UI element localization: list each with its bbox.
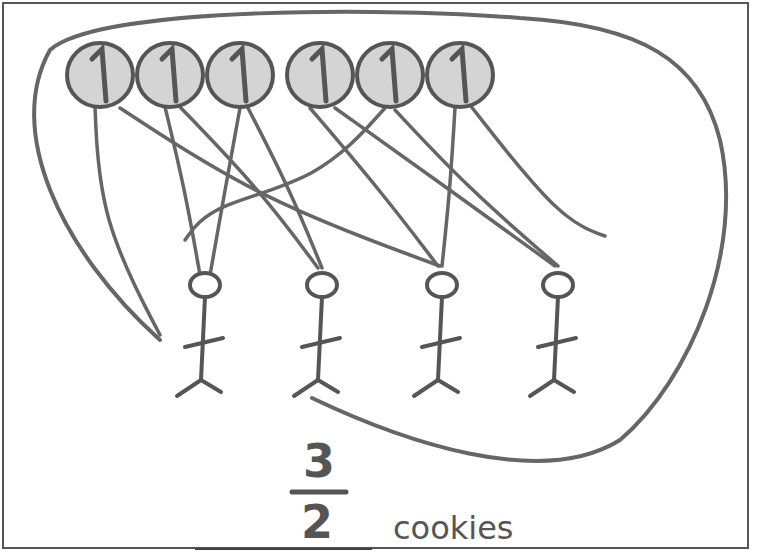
cookie [67, 43, 133, 107]
share-lines [95, 105, 605, 335]
share-line [335, 108, 555, 266]
share-line [95, 107, 160, 335]
people [177, 273, 576, 396]
share-line [470, 105, 605, 236]
fraction-numerator: 3 [303, 438, 335, 484]
cookie [357, 43, 423, 107]
fraction-bar [292, 490, 346, 495]
grouping-loop [34, 12, 726, 461]
share-line [120, 108, 440, 266]
unit-label: cookies [393, 512, 514, 544]
share-line [165, 107, 200, 275]
share-line [310, 108, 438, 266]
fraction-denominator: 2 [301, 499, 333, 545]
share-line [248, 108, 322, 268]
cookies [67, 43, 493, 107]
stick-person [294, 273, 340, 396]
share-line [442, 108, 455, 266]
cookie [137, 43, 203, 107]
share-line [210, 108, 240, 275]
cookie [427, 43, 493, 107]
stick-person [177, 273, 223, 396]
answer-underline [195, 548, 372, 550]
share-line [395, 110, 558, 266]
cookie [287, 43, 353, 107]
share-line [185, 108, 385, 240]
cookie [207, 43, 273, 107]
stick-person [414, 273, 460, 396]
stick-person [530, 273, 576, 396]
frame [3, 3, 748, 548]
